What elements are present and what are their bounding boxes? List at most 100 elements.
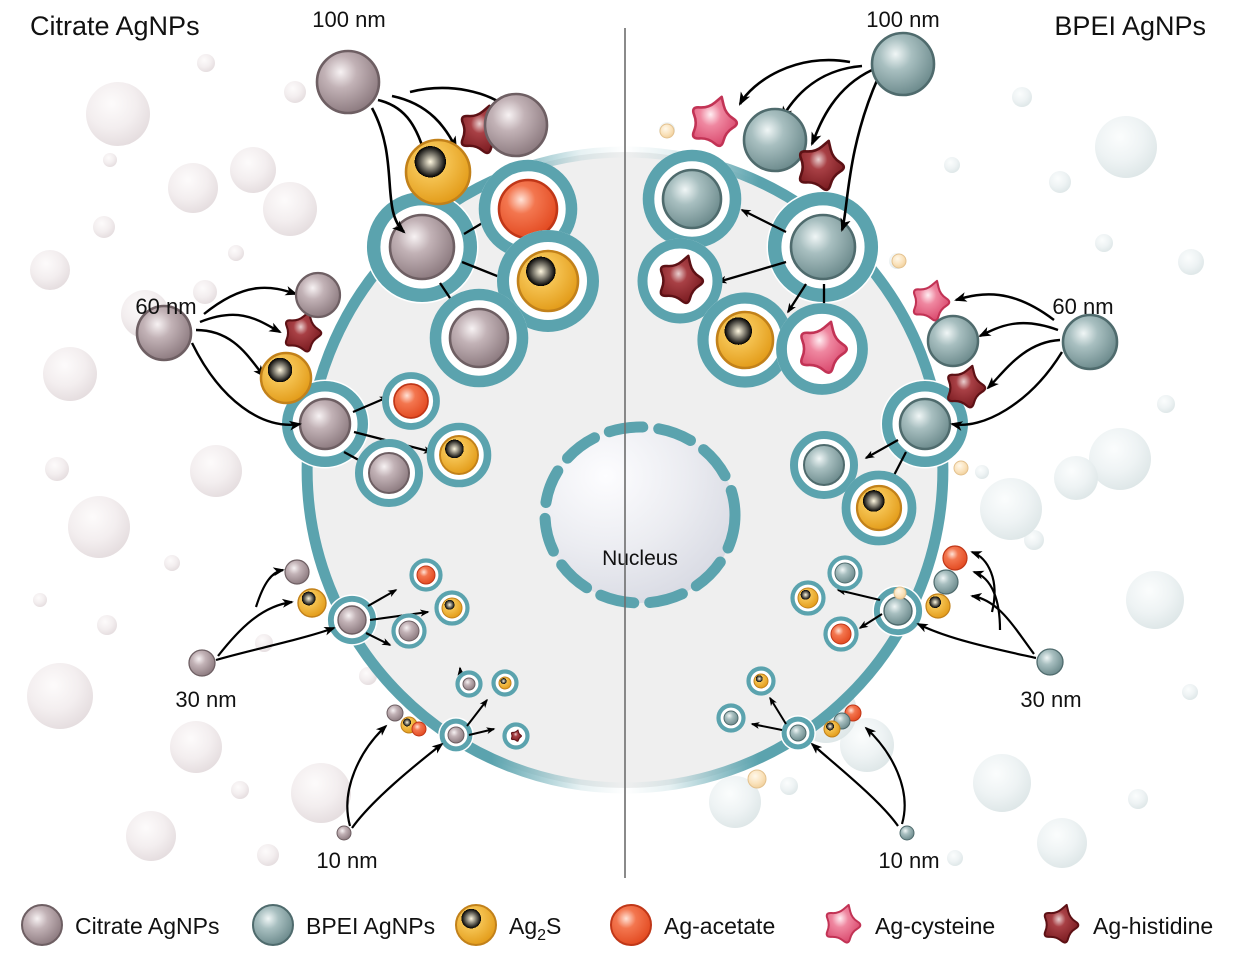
background-bubbles-left — [27, 54, 377, 866]
vesicle-cargo-ag2s — [797, 587, 819, 609]
arrow-r60-to-bpei — [978, 321, 1059, 338]
legend-item: Ag-acetate — [610, 904, 775, 946]
arrow-r30-to-ag2s — [970, 593, 1035, 655]
arrow-r10-ves1 — [769, 696, 787, 725]
legend-label: Citrate AgNPs — [75, 913, 219, 939]
background-bubble — [980, 478, 1042, 540]
background-bubble — [168, 163, 218, 213]
pocket-cargo — [337, 605, 367, 635]
panel-title-left: Citrate AgNPs — [30, 11, 200, 41]
size-label-right-60: 60 nm — [1052, 294, 1113, 319]
background-bubble — [86, 82, 150, 146]
background-bubble — [93, 216, 115, 238]
background-bubble — [263, 182, 317, 236]
vesicles-left — [355, 159, 599, 750]
background-bubble — [944, 157, 960, 173]
pocket-cargo — [447, 726, 465, 744]
endocytosis-pockets — [280, 190, 970, 753]
vesicle-cargo-ag_acetate — [416, 565, 436, 585]
arrow-l10-ves2 — [468, 727, 496, 736]
pale-dots — [659, 123, 969, 789]
vesicle-cargo-citrate — [448, 307, 510, 369]
pocket-cargo — [789, 724, 807, 742]
vesicle-cargo-ag_acetate — [830, 623, 852, 645]
size-label-left-10: 10 nm — [316, 848, 377, 873]
background-bubble — [709, 776, 761, 828]
size-label-right-10: 10 nm — [878, 848, 939, 873]
arrow-r30-to-entry — [916, 623, 1037, 660]
particle-citrate — [315, 49, 381, 115]
pocket-cargo — [898, 397, 952, 451]
background-bubble — [1089, 428, 1151, 490]
arrow-r60-ves1 — [864, 439, 899, 459]
size-label-left-100: 100 nm — [312, 7, 385, 32]
background-bubble — [1095, 116, 1157, 178]
nucleus-label: Nucleus — [602, 547, 678, 570]
background-bubble — [27, 663, 93, 729]
particle-ag2s — [823, 720, 841, 738]
arrow-r10-to-ag2s — [864, 726, 906, 825]
nucleus-body — [545, 427, 735, 603]
vesicle-ag2s — [434, 590, 470, 626]
endocytosis-pocket — [365, 190, 479, 304]
vesicles-right — [637, 149, 917, 733]
vesicle-cargo-ag_histidine — [659, 254, 705, 305]
vesicle-bpei — [790, 431, 858, 499]
particle-ag_acetate — [942, 545, 968, 571]
free-particles-left — [135, 49, 549, 841]
arrow-l30-ves1 — [367, 589, 398, 607]
background-bubble — [30, 250, 70, 290]
vesicle-cargo-ag2s — [441, 597, 463, 619]
vesicle-ag2s — [497, 230, 599, 332]
vesicle-cargo-bpei — [661, 168, 723, 230]
background-bubble — [1126, 571, 1184, 629]
legend-swatch-ag_histidine — [1043, 903, 1080, 944]
particle-bpei — [870, 31, 936, 97]
arrow-r100-to-entry — [840, 77, 880, 233]
arrow-r100-ves1 — [740, 208, 787, 234]
arrow-r100-to-cysteine — [738, 58, 851, 106]
background-bubble — [45, 457, 69, 481]
background-bubble — [126, 811, 176, 861]
legend-swatch-bpei — [252, 904, 294, 946]
vesicle-ag_cysteine — [776, 303, 868, 395]
arrow-r30-to-acetate — [970, 550, 996, 613]
vesicle-cargo-ag_acetate — [497, 178, 559, 240]
size-label-left-60: 60 nm — [135, 294, 196, 319]
arrow-l10-to-entry — [351, 742, 444, 829]
legend-swatch-ag2s — [455, 904, 497, 946]
cell-membrane-right — [619, 146, 949, 794]
background-bubble — [1128, 789, 1148, 809]
arrow-r60-to-entry — [950, 351, 1064, 431]
particle-bpei — [1061, 313, 1119, 371]
background-bubble — [291, 763, 351, 823]
vesicle-ag2s — [746, 666, 776, 696]
free-particles-right — [691, 31, 1119, 841]
background-bubble — [170, 721, 222, 773]
vesicle-ag_histidine — [502, 722, 530, 750]
pale-dot — [747, 769, 767, 789]
vesicle-citrate — [391, 613, 427, 649]
arrow-r10-to-entry — [810, 742, 899, 827]
vesicle-bpei — [716, 703, 746, 733]
arrow-r30-ves2 — [858, 613, 883, 629]
arrow-r10-ves2 — [750, 722, 783, 731]
arrow-l100-to-histidine — [391, 94, 458, 150]
background-bubble — [231, 781, 249, 799]
background-bubble — [1182, 684, 1198, 700]
endocytosis-pocket — [780, 715, 816, 751]
background-bubble — [1049, 171, 1071, 193]
background-bubble — [197, 54, 215, 72]
background-bubble — [43, 347, 97, 401]
arrow-l30-ves3 — [365, 632, 392, 646]
background-bubble — [190, 445, 242, 497]
vesicle-cargo-ag2s — [855, 484, 903, 532]
nuclear-envelope — [539, 421, 741, 609]
pale-dot — [891, 253, 907, 269]
legend-label: BPEI AgNPs — [306, 913, 435, 939]
pale-dot — [893, 586, 907, 600]
vesicle-citrate — [355, 439, 423, 507]
pocket-cargo — [388, 213, 456, 281]
